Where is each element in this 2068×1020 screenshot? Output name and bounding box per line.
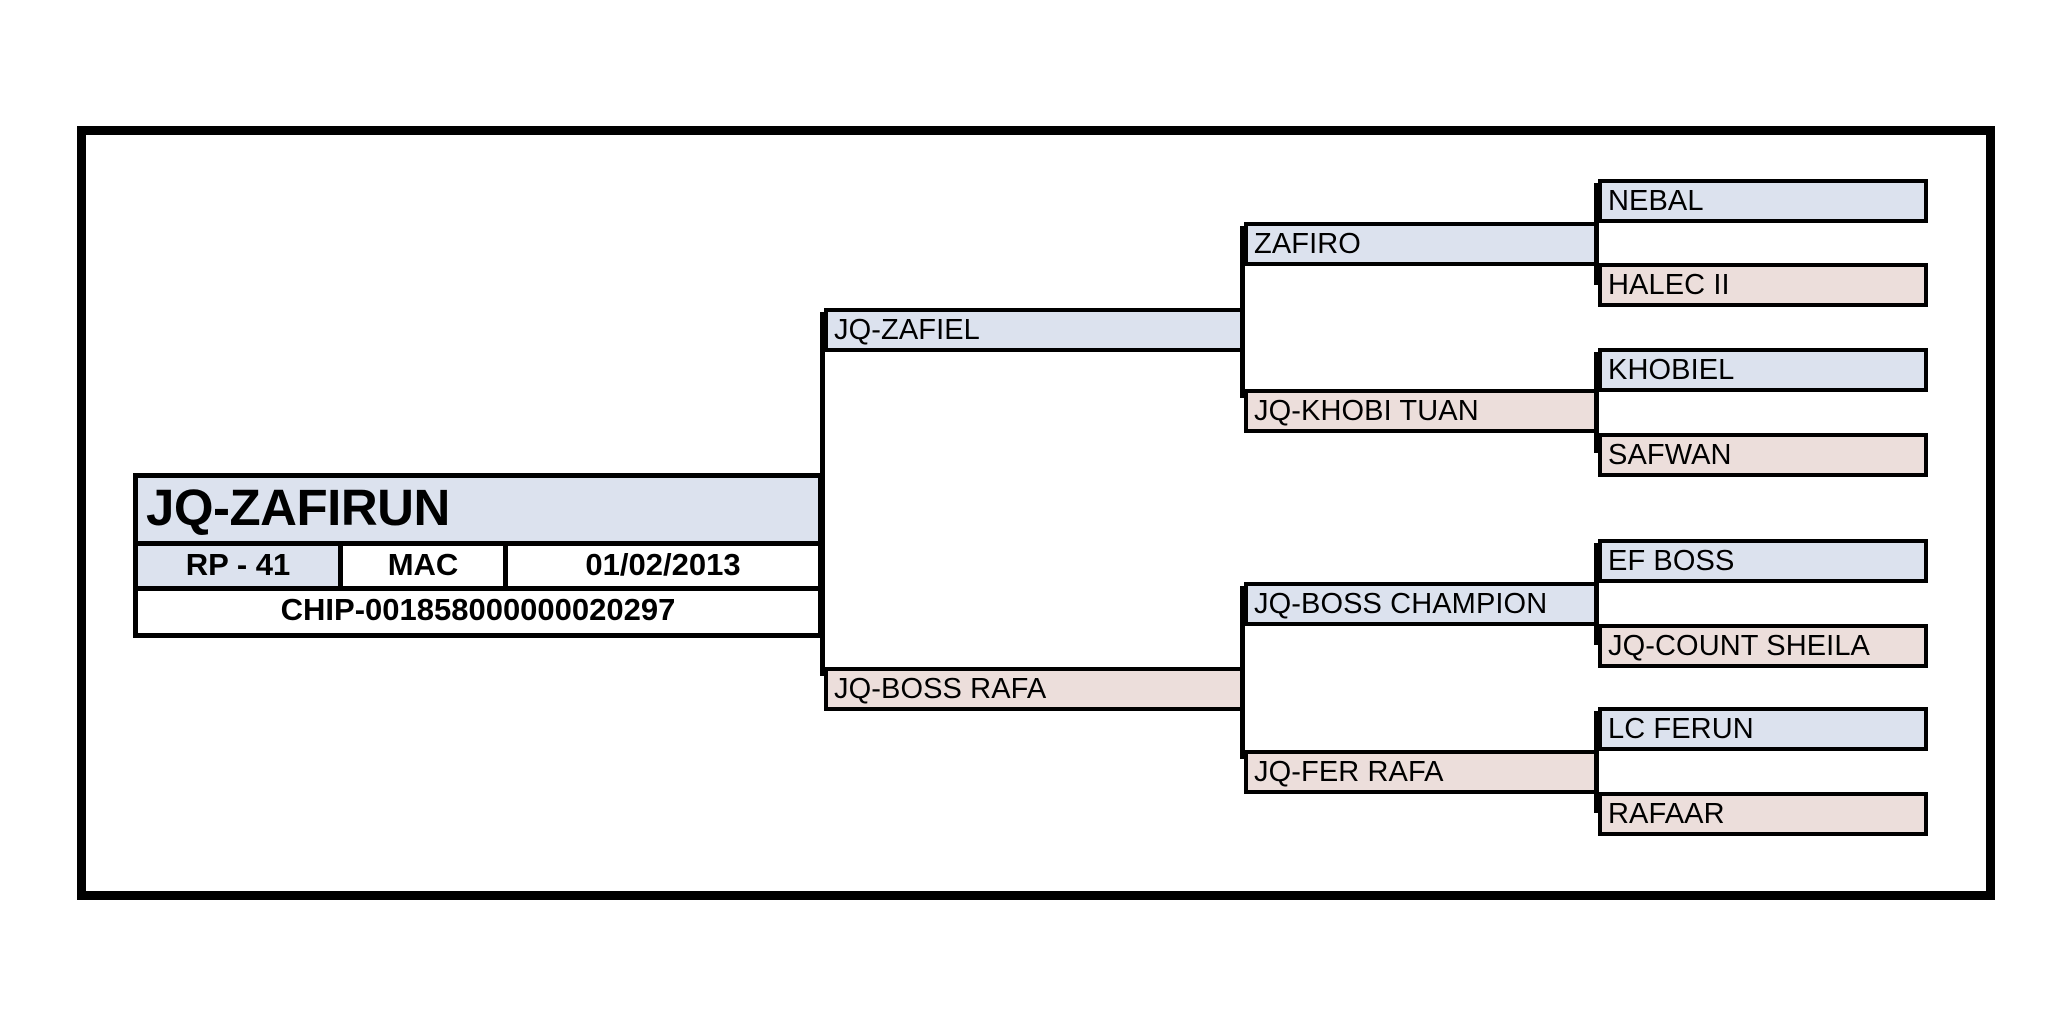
node-gen3-1-label: NEBAL xyxy=(1608,184,1704,217)
node-sire-dam[interactable]: JQ-KHOBI TUAN xyxy=(1244,389,1598,433)
node-gen3-6[interactable]: JQ-COUNT SHEILA xyxy=(1598,624,1928,668)
subject-registration: RP - 41 xyxy=(138,545,343,586)
node-gen3-6-label: JQ-COUNT SHEILA xyxy=(1608,629,1871,662)
node-dam-sire[interactable]: JQ-BOSS CHAMPION xyxy=(1244,582,1598,626)
subject-detail-row: RP - 41 MAC 01/02/2013 xyxy=(138,540,818,586)
node-dam-sire-label: JQ-BOSS CHAMPION xyxy=(1254,587,1548,620)
node-gen3-2-label: HALEC II xyxy=(1608,268,1730,301)
connector-spine-gen3-d xyxy=(1594,711,1599,813)
node-gen3-2[interactable]: HALEC II xyxy=(1598,263,1928,307)
connector-spine-gen2-upper xyxy=(1240,226,1245,398)
node-sire[interactable]: JQ-ZAFIEL xyxy=(824,308,1244,352)
subject-card[interactable]: JQ-ZAFIRUN RP - 41 MAC 01/02/2013 CHIP-0… xyxy=(133,473,823,638)
node-gen3-3-label: KHOBIEL xyxy=(1608,353,1735,386)
node-gen3-4-label: SAFWAN xyxy=(1608,438,1732,471)
node-gen3-5-label: EF BOSS xyxy=(1608,544,1735,577)
subject-chip-number: CHIP-001858000000020297 xyxy=(138,585,818,633)
node-dam-label: JQ-BOSS RAFA xyxy=(834,672,1047,705)
node-gen3-8-label: RAFAAR xyxy=(1608,797,1725,830)
connector-spine-gen2-lower xyxy=(1240,586,1245,759)
node-dam[interactable]: JQ-BOSS RAFA xyxy=(824,667,1244,711)
node-gen3-7[interactable]: LC FERUN xyxy=(1598,707,1928,751)
subject-name: JQ-ZAFIRUN xyxy=(138,478,818,541)
node-gen3-5[interactable]: EF BOSS xyxy=(1598,539,1928,583)
node-gen3-1[interactable]: NEBAL xyxy=(1598,179,1928,223)
node-gen3-3[interactable]: KHOBIEL xyxy=(1598,348,1928,392)
connector-spine-gen3-c xyxy=(1594,543,1599,645)
node-gen3-4[interactable]: SAFWAN xyxy=(1598,433,1928,477)
node-gen3-7-label: LC FERUN xyxy=(1608,712,1754,745)
subject-birth-date: 01/02/2013 xyxy=(508,545,818,586)
node-sire-sire[interactable]: ZAFIRO xyxy=(1244,222,1598,266)
connector-spine-gen3-a xyxy=(1594,183,1599,285)
node-sire-label: JQ-ZAFIEL xyxy=(834,313,980,346)
connector-spine-gen3-b xyxy=(1594,352,1599,453)
node-gen3-8[interactable]: RAFAAR xyxy=(1598,792,1928,836)
connector-spine-gen1 xyxy=(820,312,825,676)
node-dam-dam[interactable]: JQ-FER RAFA xyxy=(1244,750,1598,794)
subject-breed: MAC xyxy=(343,545,508,586)
node-sire-dam-label: JQ-KHOBI TUAN xyxy=(1254,394,1479,427)
node-sire-sire-label: ZAFIRO xyxy=(1254,227,1361,260)
node-dam-dam-label: JQ-FER RAFA xyxy=(1254,755,1444,788)
